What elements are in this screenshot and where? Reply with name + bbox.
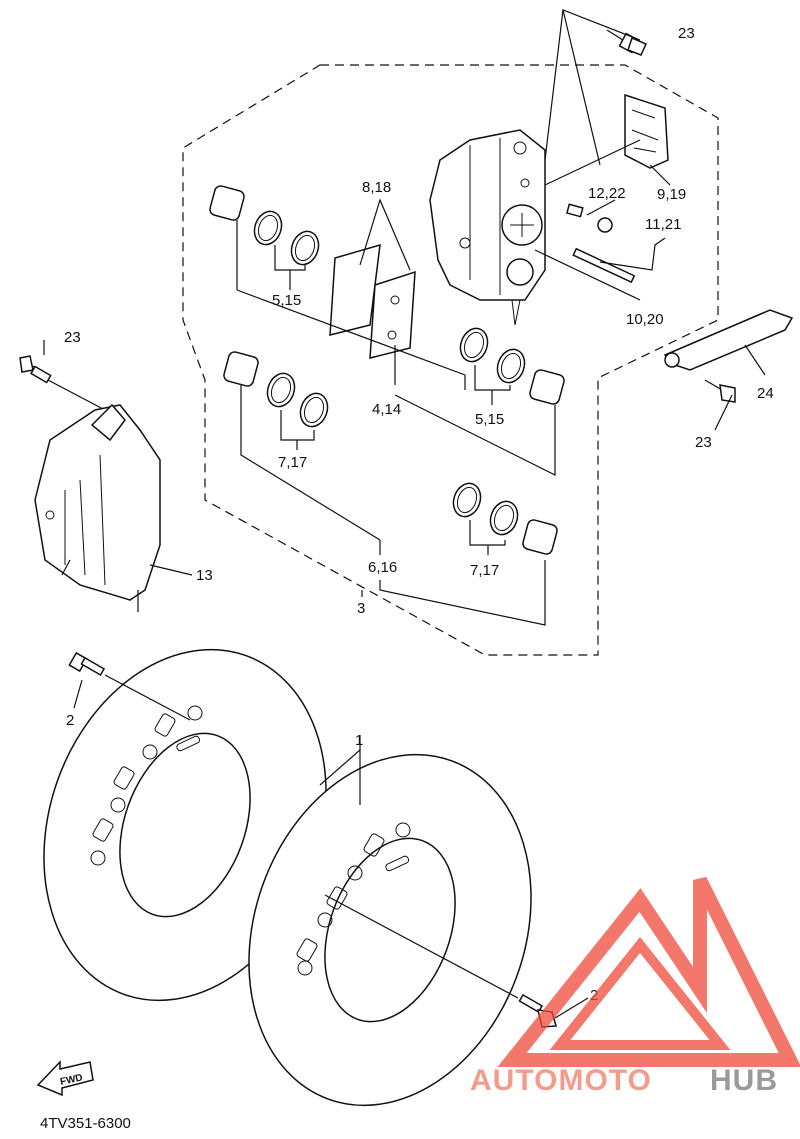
callout-5-15-right: 5,15 xyxy=(475,411,504,428)
drawing-code: 4TV351-6300 xyxy=(40,1115,131,1132)
callout-23-top: 23 xyxy=(678,25,695,42)
bleed-screw-12-22 xyxy=(566,203,613,233)
callout-23-right: 23 xyxy=(695,434,712,451)
fwd-label: FWD xyxy=(59,1072,84,1087)
automotohub-logo-icon xyxy=(497,876,800,1067)
seals-right-5-15 xyxy=(459,327,526,384)
bolt-23-left xyxy=(19,355,52,384)
watermark-text-hub: HUB xyxy=(710,1064,778,1097)
callout-9-19: 9,19 xyxy=(657,186,686,203)
callout-8-18: 8,18 xyxy=(362,179,391,196)
seals-bottom-7-17 xyxy=(452,482,519,536)
caliper-13-left xyxy=(34,403,161,612)
caliper-assembly-boundary xyxy=(182,64,719,656)
piston-left-lower xyxy=(223,351,259,387)
caliper-body-right xyxy=(429,129,546,326)
callout-24: 24 xyxy=(757,385,774,402)
piston-right-middle xyxy=(529,369,565,405)
forward-direction-arrow: FWD xyxy=(36,1060,94,1097)
callout-12-22: 12,22 xyxy=(588,185,626,202)
bolt-2-left xyxy=(68,651,106,676)
callout-6-16: 6,16 xyxy=(368,559,397,576)
piston-bottom-right xyxy=(522,519,558,555)
watermark-text-automoto: AUTOMOTO xyxy=(470,1064,652,1097)
seals-lower-7-17 xyxy=(266,372,329,428)
callout-10-20: 10,20 xyxy=(626,311,664,328)
callout-2-left: 2 xyxy=(66,712,74,729)
callout-4-14: 4,14 xyxy=(372,401,401,418)
callout-5-15-upper: 5,15 xyxy=(272,292,301,309)
pad-spring-9-19 xyxy=(624,93,669,169)
seals-upper-5-15 xyxy=(253,210,320,266)
brake-hose-bracket-24 xyxy=(663,309,794,371)
bolt-23-top xyxy=(606,29,647,56)
callout-11-21: 11,21 xyxy=(645,216,681,233)
callout-23-left: 23 xyxy=(64,329,81,346)
callout-3: 3 xyxy=(357,600,365,617)
callout-7-17-lower: 7,17 xyxy=(470,562,499,579)
brake-pads-8-18 xyxy=(329,243,416,359)
callout-13: 13 xyxy=(196,567,213,584)
piston-upper-left xyxy=(209,185,245,221)
callout-1: 1 xyxy=(355,732,363,749)
callout-7-17-upper: 7,17 xyxy=(278,454,307,471)
